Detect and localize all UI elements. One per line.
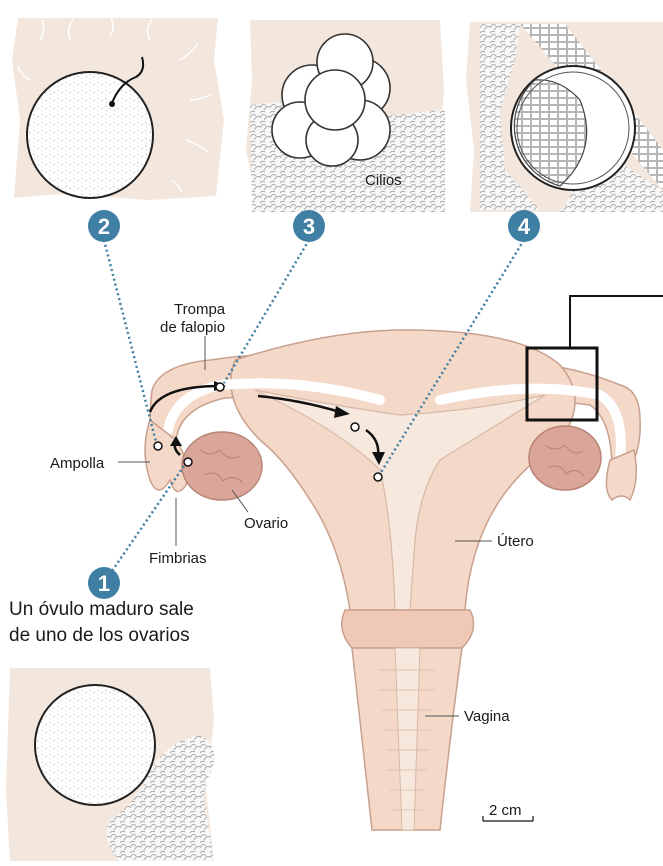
- vagina-label: Vagina: [464, 708, 510, 725]
- svg-text:4: 4: [518, 214, 531, 239]
- tube-label-line2: de falopio: [160, 319, 225, 336]
- inset-4-implantation: [466, 22, 663, 212]
- step-1-caption-line1: Un óvulo maduro sale: [9, 599, 194, 620]
- uterus-label: Útero: [497, 533, 534, 550]
- inset-3-cleavage: Cilios: [246, 20, 445, 212]
- ampulla-label: Ampolla: [50, 455, 105, 472]
- cervix: [342, 610, 474, 648]
- tube-label-line1: Trompa: [174, 301, 226, 318]
- left-ovary: [182, 432, 262, 500]
- svg-text:3: 3: [303, 214, 315, 239]
- inset-1-ovulation: [6, 668, 214, 861]
- step-1-caption-line2: de uno de los ovarios: [9, 625, 190, 646]
- step-badge-3: 3: [293, 210, 325, 242]
- ovulated-egg: [35, 685, 155, 805]
- cilia-label: Cilios: [365, 172, 402, 189]
- svg-text:2: 2: [98, 214, 110, 239]
- step-badge-1: 1: [88, 567, 120, 599]
- sperm-head: [109, 101, 115, 107]
- scale-bar-label: 2 cm: [489, 802, 522, 819]
- egg-cell: [27, 72, 153, 198]
- ovary-label: Ovario: [244, 515, 288, 532]
- inset-2-fertilization: [12, 16, 224, 200]
- reproductive-organs: [145, 330, 640, 830]
- right-ovary: [529, 426, 601, 490]
- step-badge-4: 4: [508, 210, 540, 242]
- step-badge-2: 2: [88, 210, 120, 242]
- fimbriae-label: Fimbrias: [149, 550, 207, 567]
- svg-text:1: 1: [98, 571, 110, 596]
